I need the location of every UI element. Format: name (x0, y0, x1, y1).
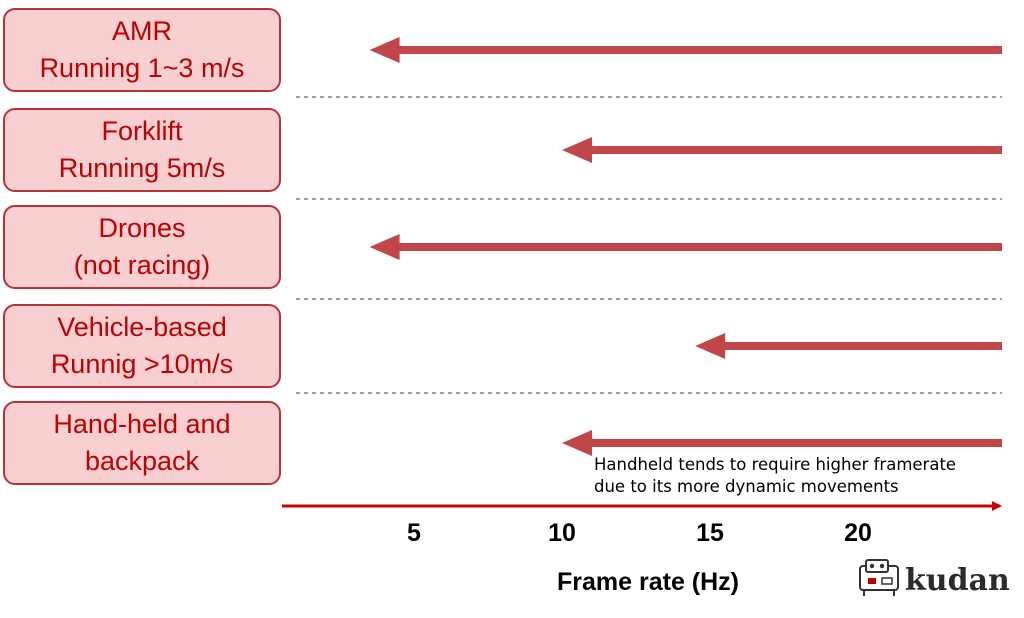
annotation-layer: Handheld tends to require higher framera… (594, 455, 956, 496)
arrow-shaft (723, 342, 1002, 350)
category-row: Drones (not racing) (3, 205, 1003, 289)
category-row: Hand-held and backpack (3, 401, 1002, 485)
arrow-head (562, 430, 592, 456)
annotation-text: due to its more dynamic movements (594, 477, 899, 496)
category-label: Runnig >10m/s (51, 349, 233, 379)
arrow-shaft (397, 46, 1003, 54)
annotation-text: Handheld tends to require higher framera… (594, 455, 956, 474)
category-label: AMR (112, 16, 172, 46)
logo-mascot-icon (859, 559, 899, 596)
x-tick-label: 5 (407, 519, 421, 547)
arrow-head (562, 137, 592, 163)
category-row: AMR Running 1~3 m/s (3, 8, 1003, 92)
x-tick-label: 15 (696, 519, 724, 547)
x-tick-label: 10 (548, 519, 576, 547)
arrow-head (369, 37, 400, 63)
category-label: Forklift (102, 116, 183, 146)
arrow-shaft (590, 439, 1002, 447)
category-label-box (3, 108, 281, 192)
category-label-box (3, 8, 281, 92)
arrow-head (695, 333, 726, 359)
category-label: Vehicle-based (57, 312, 227, 342)
category-label: backpack (85, 446, 200, 476)
arrow-shaft (397, 243, 1003, 251)
arrow-shaft (590, 146, 1002, 154)
category-label-box (3, 304, 281, 388)
arrow-head (369, 234, 400, 260)
category-label: Hand-held and (53, 409, 230, 439)
kudan-logo: kudan (859, 559, 1010, 598)
category-label: Running 1~3 m/s (40, 53, 245, 83)
category-label: (not racing) (74, 250, 211, 280)
logo-text: kudan (905, 563, 1010, 598)
category-label: Drones (98, 213, 185, 243)
category-label: Running 5m/s (59, 153, 226, 183)
x-axis-title: Frame rate (Hz) (557, 568, 739, 596)
category-label-box (3, 401, 281, 485)
category-label-box (3, 205, 281, 289)
x-tick-label: 20 (844, 519, 872, 547)
